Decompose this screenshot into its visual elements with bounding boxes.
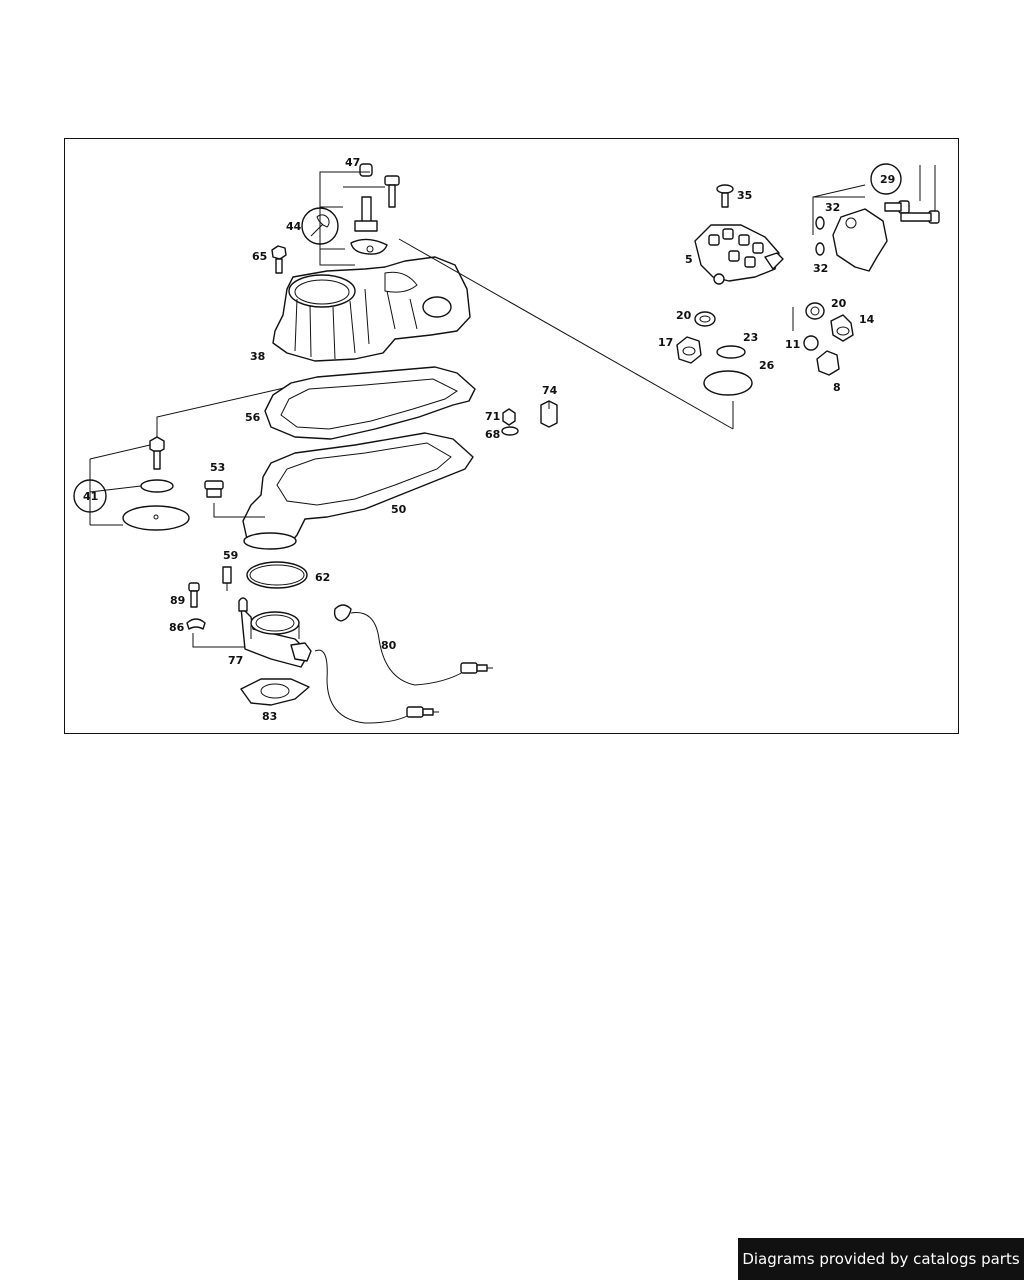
part-32-oring-upper (815, 216, 825, 230)
label-17: 17 (658, 336, 673, 349)
part-17-fitting (676, 336, 702, 364)
parts-diagram: 47 44 65 38 35 29 32 32 5 20 20 14 17 23… (73, 156, 940, 724)
part-65-bolt (271, 245, 287, 274)
label-62: 62 (315, 571, 330, 584)
part-50-intake-duct (242, 432, 474, 550)
part-14-fitting (830, 314, 854, 342)
label-5: 5 (685, 253, 693, 266)
label-38: 38 (250, 350, 265, 363)
part-59-clip (222, 566, 232, 591)
part-74-spacer (540, 400, 558, 428)
label-59: 59 (223, 549, 238, 562)
label-23: 23 (743, 331, 758, 344)
part-41-washer-large (122, 505, 190, 531)
label-77: 77 (228, 654, 243, 667)
label-74: 74 (542, 384, 558, 397)
label-47: 47 (345, 156, 360, 169)
part-47-cap (359, 163, 373, 177)
part-29-mounting-block (832, 208, 888, 272)
label-50: 50 (391, 503, 407, 516)
part-bolt-upper (384, 175, 400, 208)
part-68-washer (501, 426, 519, 436)
label-56: 56 (245, 411, 261, 424)
part-29-symbol (870, 163, 902, 195)
label-32-upper: 32 (825, 201, 840, 214)
part-20-washer-left (694, 311, 716, 327)
label-29: 29 (880, 173, 895, 186)
label-26: 26 (759, 359, 775, 372)
label-71: 71 (485, 410, 500, 423)
label-20-left: 20 (676, 309, 692, 322)
part-83-gasket (240, 678, 310, 706)
part-71-nut (502, 408, 516, 426)
part-26-oring (703, 370, 753, 396)
part-5-distributor (694, 224, 784, 285)
label-44: 44 (286, 220, 302, 233)
label-14: 14 (859, 313, 875, 326)
part-53-plug (204, 480, 224, 498)
label-35: 35 (737, 189, 752, 202)
part-86-washer (186, 618, 206, 630)
label-32-lower: 32 (813, 262, 828, 275)
label-65: 65 (252, 250, 267, 263)
part-77-throttle-body (238, 597, 312, 668)
part-8-fitting (816, 350, 840, 376)
part-56-gasket (264, 366, 476, 440)
part-80-wiring-harness (314, 604, 493, 724)
label-53: 53 (210, 461, 225, 474)
label-89: 89 (170, 594, 185, 607)
part-62-clamp-ring (246, 561, 308, 589)
label-20-right: 20 (831, 297, 847, 310)
part-29-bolt-b (900, 210, 940, 224)
label-86: 86 (169, 621, 185, 634)
label-8: 8 (833, 381, 841, 394)
part-32-oring-lower (815, 242, 825, 256)
label-83: 83 (262, 710, 277, 723)
parts-diagram-frame: 47 44 65 38 35 29 32 32 5 20 20 14 17 23… (64, 138, 959, 734)
part-38-intake-housing (272, 256, 471, 362)
part-44-sensor-valve (350, 196, 388, 255)
part-41-bolt (149, 436, 165, 470)
part-35-screw (716, 184, 734, 208)
part-20-washer-right (805, 302, 825, 320)
part-29-bolt-a (884, 200, 910, 214)
label-68: 68 (485, 428, 500, 441)
part-41-washer-small (140, 479, 174, 493)
part-23-oring (716, 345, 746, 359)
label-41: 41 (83, 490, 98, 503)
part-89-bolt (188, 582, 200, 608)
footer-credit-badge: Diagrams provided by catalogs parts (738, 1238, 1024, 1280)
part-11-washer (803, 335, 819, 351)
label-80: 80 (381, 639, 397, 652)
label-11: 11 (785, 338, 800, 351)
